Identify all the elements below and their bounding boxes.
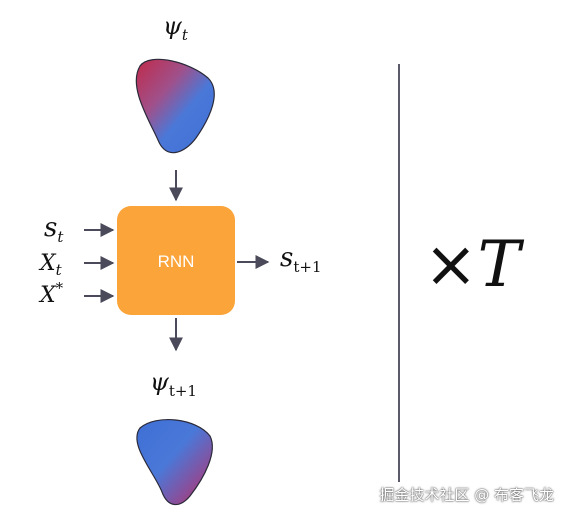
- input-st-symbol: s: [44, 213, 57, 243]
- input-xstar-symbol: X: [38, 283, 57, 308]
- input-xt-subscript: t: [56, 261, 63, 279]
- output-label: st+1: [280, 243, 321, 276]
- bottom-state-subscript: t+1: [169, 382, 197, 400]
- input-xstar-superscript: *: [56, 279, 64, 297]
- rnn-block: [117, 206, 235, 315]
- bottom-state-blob: [136, 418, 213, 506]
- repeat-symbol: T: [478, 228, 525, 302]
- repeat-label: ×T: [424, 228, 525, 302]
- bottom-state-symbol: ψ: [150, 368, 170, 396]
- output-symbol: s: [280, 243, 293, 273]
- top-state-subscript: t: [182, 26, 189, 44]
- repeat-times: ×: [424, 228, 478, 302]
- top-state-symbol: ψ: [163, 12, 183, 40]
- input-xt-symbol: X: [38, 251, 57, 276]
- output-subscript: t+1: [293, 258, 321, 276]
- input-label-xt: Xt: [38, 251, 63, 279]
- top-state-label: ψt: [163, 12, 189, 44]
- bottom-state-label: ψt+1: [150, 368, 197, 400]
- input-st-subscript: t: [57, 228, 64, 246]
- input-label-xstar: X*: [38, 279, 64, 308]
- watermark: 掘金技术社区 @ 布客飞龙: [379, 486, 554, 504]
- input-label-st: st: [44, 213, 64, 246]
- rnn-label: RNN: [158, 252, 195, 271]
- top-state-blob: [135, 58, 215, 154]
